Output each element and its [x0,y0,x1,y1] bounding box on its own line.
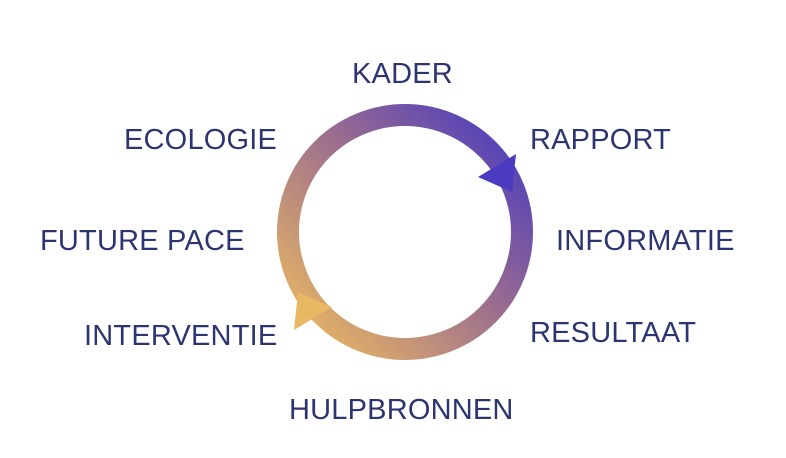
step-label-hulpbronnen: HULPBRONNEN [289,394,514,426]
cycle-ring [277,104,533,360]
step-label-interventie: INTERVENTIE [84,320,278,352]
step-label-rapport: RAPPORT [530,124,672,156]
step-label-ecologie: ECOLOGIE [124,124,278,156]
arrowhead-top-right [478,154,516,192]
step-label-informatie: INFORMATIE [556,225,735,257]
step-label-kader: KADER [352,58,453,90]
step-label-resultaat: RESULTAAT [530,317,697,349]
arrowhead-bottom-left [294,292,332,330]
step-label-future-pace: FUTURE PACE [40,225,245,257]
